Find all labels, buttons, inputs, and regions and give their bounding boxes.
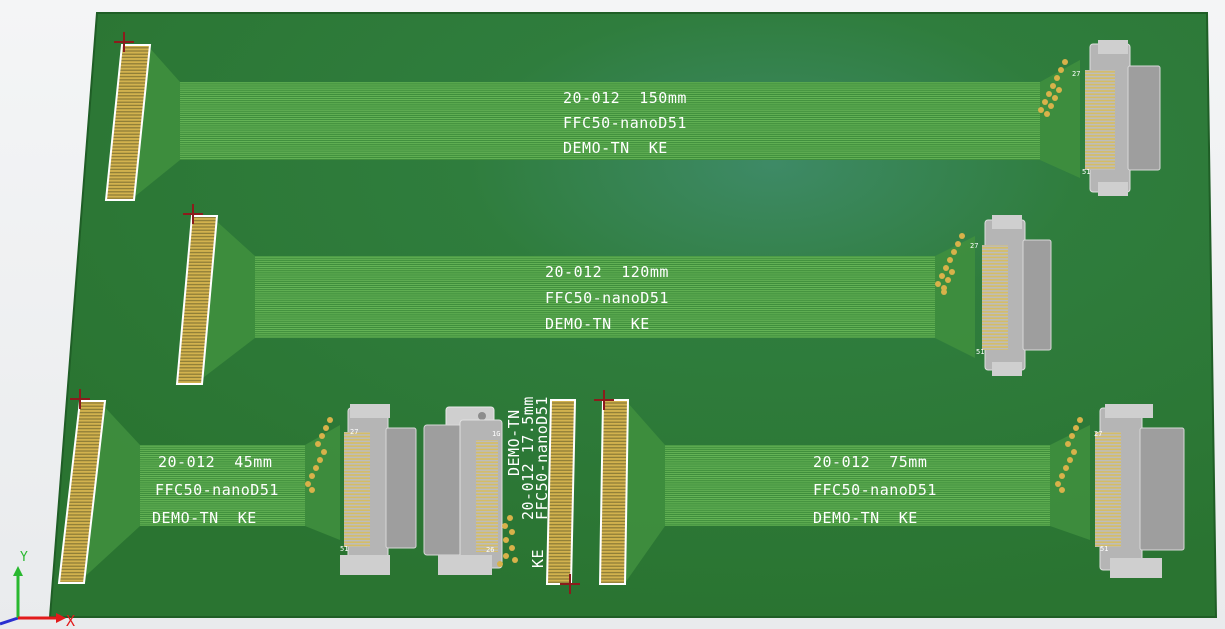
pin-label-last: 51	[1082, 168, 1090, 176]
connector-nanod[interactable]	[1085, 40, 1161, 196]
origin-marker-icon	[70, 389, 90, 409]
pin-label-last: 51	[976, 348, 984, 356]
via-dots	[1055, 417, 1083, 493]
pin-label-first: 27	[1072, 70, 1080, 78]
part-label: 20-012 120mm	[545, 263, 669, 281]
trace-bundle	[255, 256, 935, 338]
fpc-edge-pads[interactable]	[175, 215, 219, 385]
pin-label-top: 1G	[492, 430, 500, 438]
cable-45mm[interactable]: 27 51 20-012 45mm FFC50-nanoD51 DEMO-TN …	[57, 389, 417, 584]
cable-75mm[interactable]: 27 51 20-012 75mm FFC50-nanoD51 DEMO-TN …	[594, 390, 1185, 585]
axis-gizmo: Y X	[0, 550, 75, 629]
pin-label-first: 27	[350, 428, 358, 436]
y-axis-arrow-icon	[13, 566, 23, 576]
x-axis-arrow-icon	[56, 613, 66, 623]
origin-marker-icon	[594, 390, 614, 410]
pin-label-first: 27	[1094, 430, 1102, 438]
designer-label: DEMO-TN KE	[813, 509, 918, 527]
via-dots	[935, 233, 965, 295]
fpc-edge-pads[interactable]	[545, 399, 577, 585]
connector-nanod[interactable]	[340, 404, 417, 575]
designer-label: DEMO-TN KE	[545, 315, 650, 333]
initials-label: KE	[529, 549, 547, 568]
trace-bundle	[140, 445, 305, 526]
type-label: FFC50-nanoD51	[563, 114, 687, 132]
origin-marker-icon	[560, 574, 580, 594]
part-label: 20-012 75mm	[813, 453, 927, 471]
part-label: 20-012 45mm	[158, 453, 272, 471]
type-label: FFC50-nanoD51	[545, 289, 669, 307]
via-dots	[1038, 59, 1068, 117]
y-axis-label: Y	[20, 550, 28, 565]
part-label: 20-012 150mm	[563, 89, 687, 107]
z-axis-line	[0, 616, 19, 626]
pin-label-first: 27	[970, 242, 978, 250]
trace-bundle	[665, 445, 1050, 526]
via-dots	[305, 417, 333, 493]
fpc-edge-pads[interactable]	[104, 44, 152, 201]
fpc-edge-pads[interactable]	[57, 400, 107, 584]
trace-bundle	[180, 82, 1040, 160]
origin-marker-icon	[114, 32, 134, 52]
x-axis-label: X	[66, 612, 75, 629]
fpc-edge-pads[interactable]	[598, 399, 630, 585]
pin-label-last: 51	[1100, 545, 1108, 553]
type-label: FFC50-nanoD51	[533, 396, 551, 520]
cable-17-5mm[interactable]: 1G 26 DEMO-TN 20-012 17.5mm FFC50-nanoD5…	[423, 396, 580, 594]
designer-label: DEMO-TN KE	[563, 139, 668, 157]
cable-120mm[interactable]: 27 51 20-012 120mm FFC50-nanoD51 DEMO-TN…	[175, 204, 1052, 385]
connector-nanod[interactable]	[982, 215, 1052, 376]
via-dots	[497, 515, 518, 567]
cable-150mm[interactable]: 27 51 20-012 150mm FFC50-nanoD51 DEMO-TN…	[104, 32, 1161, 201]
pin-label-last: 51	[340, 545, 348, 553]
connector-nanod[interactable]	[423, 406, 503, 575]
type-label: FFC50-nanoD51	[155, 481, 279, 499]
designer-label: DEMO-TN KE	[152, 509, 257, 527]
pin-label-bottom: 26	[486, 546, 494, 554]
connector-nanod[interactable]	[1095, 404, 1185, 578]
origin-marker-icon	[183, 204, 203, 224]
designer-label: DEMO-TN	[505, 409, 523, 476]
part-label: 20-012 17.5mm	[519, 396, 537, 520]
type-label: FFC50-nanoD51	[813, 481, 937, 499]
